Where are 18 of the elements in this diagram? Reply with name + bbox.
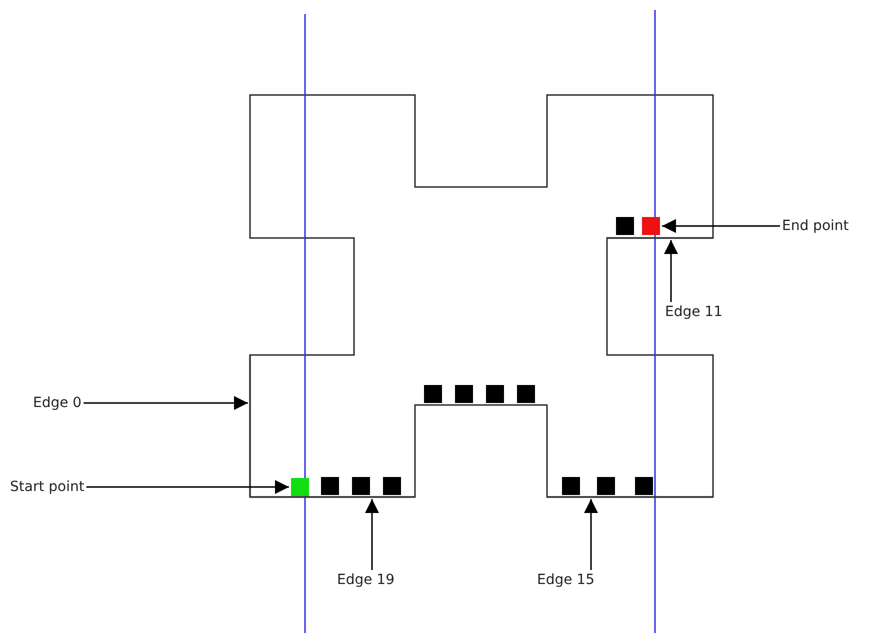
polygon-edge — [607, 237, 713, 239]
callout-label: Edge 11 — [665, 304, 722, 320]
square-marker — [642, 217, 660, 235]
callout-label: Start point — [10, 479, 84, 495]
leader-line — [664, 240, 678, 302]
polygon-edge — [547, 496, 713, 498]
leader-line — [662, 219, 780, 233]
polygon-edge — [250, 496, 415, 498]
callout-label: End point — [782, 218, 849, 234]
callout-label: Edge 15 — [537, 572, 594, 588]
square-marker — [291, 478, 309, 496]
polygon-edge — [249, 355, 251, 497]
callout-label: Edge 19 — [337, 572, 394, 588]
leader-line — [84, 396, 248, 410]
leader-line — [365, 499, 379, 570]
leader-line — [86, 480, 289, 494]
callout-label: Edge 0 — [33, 395, 82, 411]
leader-line — [584, 499, 598, 570]
